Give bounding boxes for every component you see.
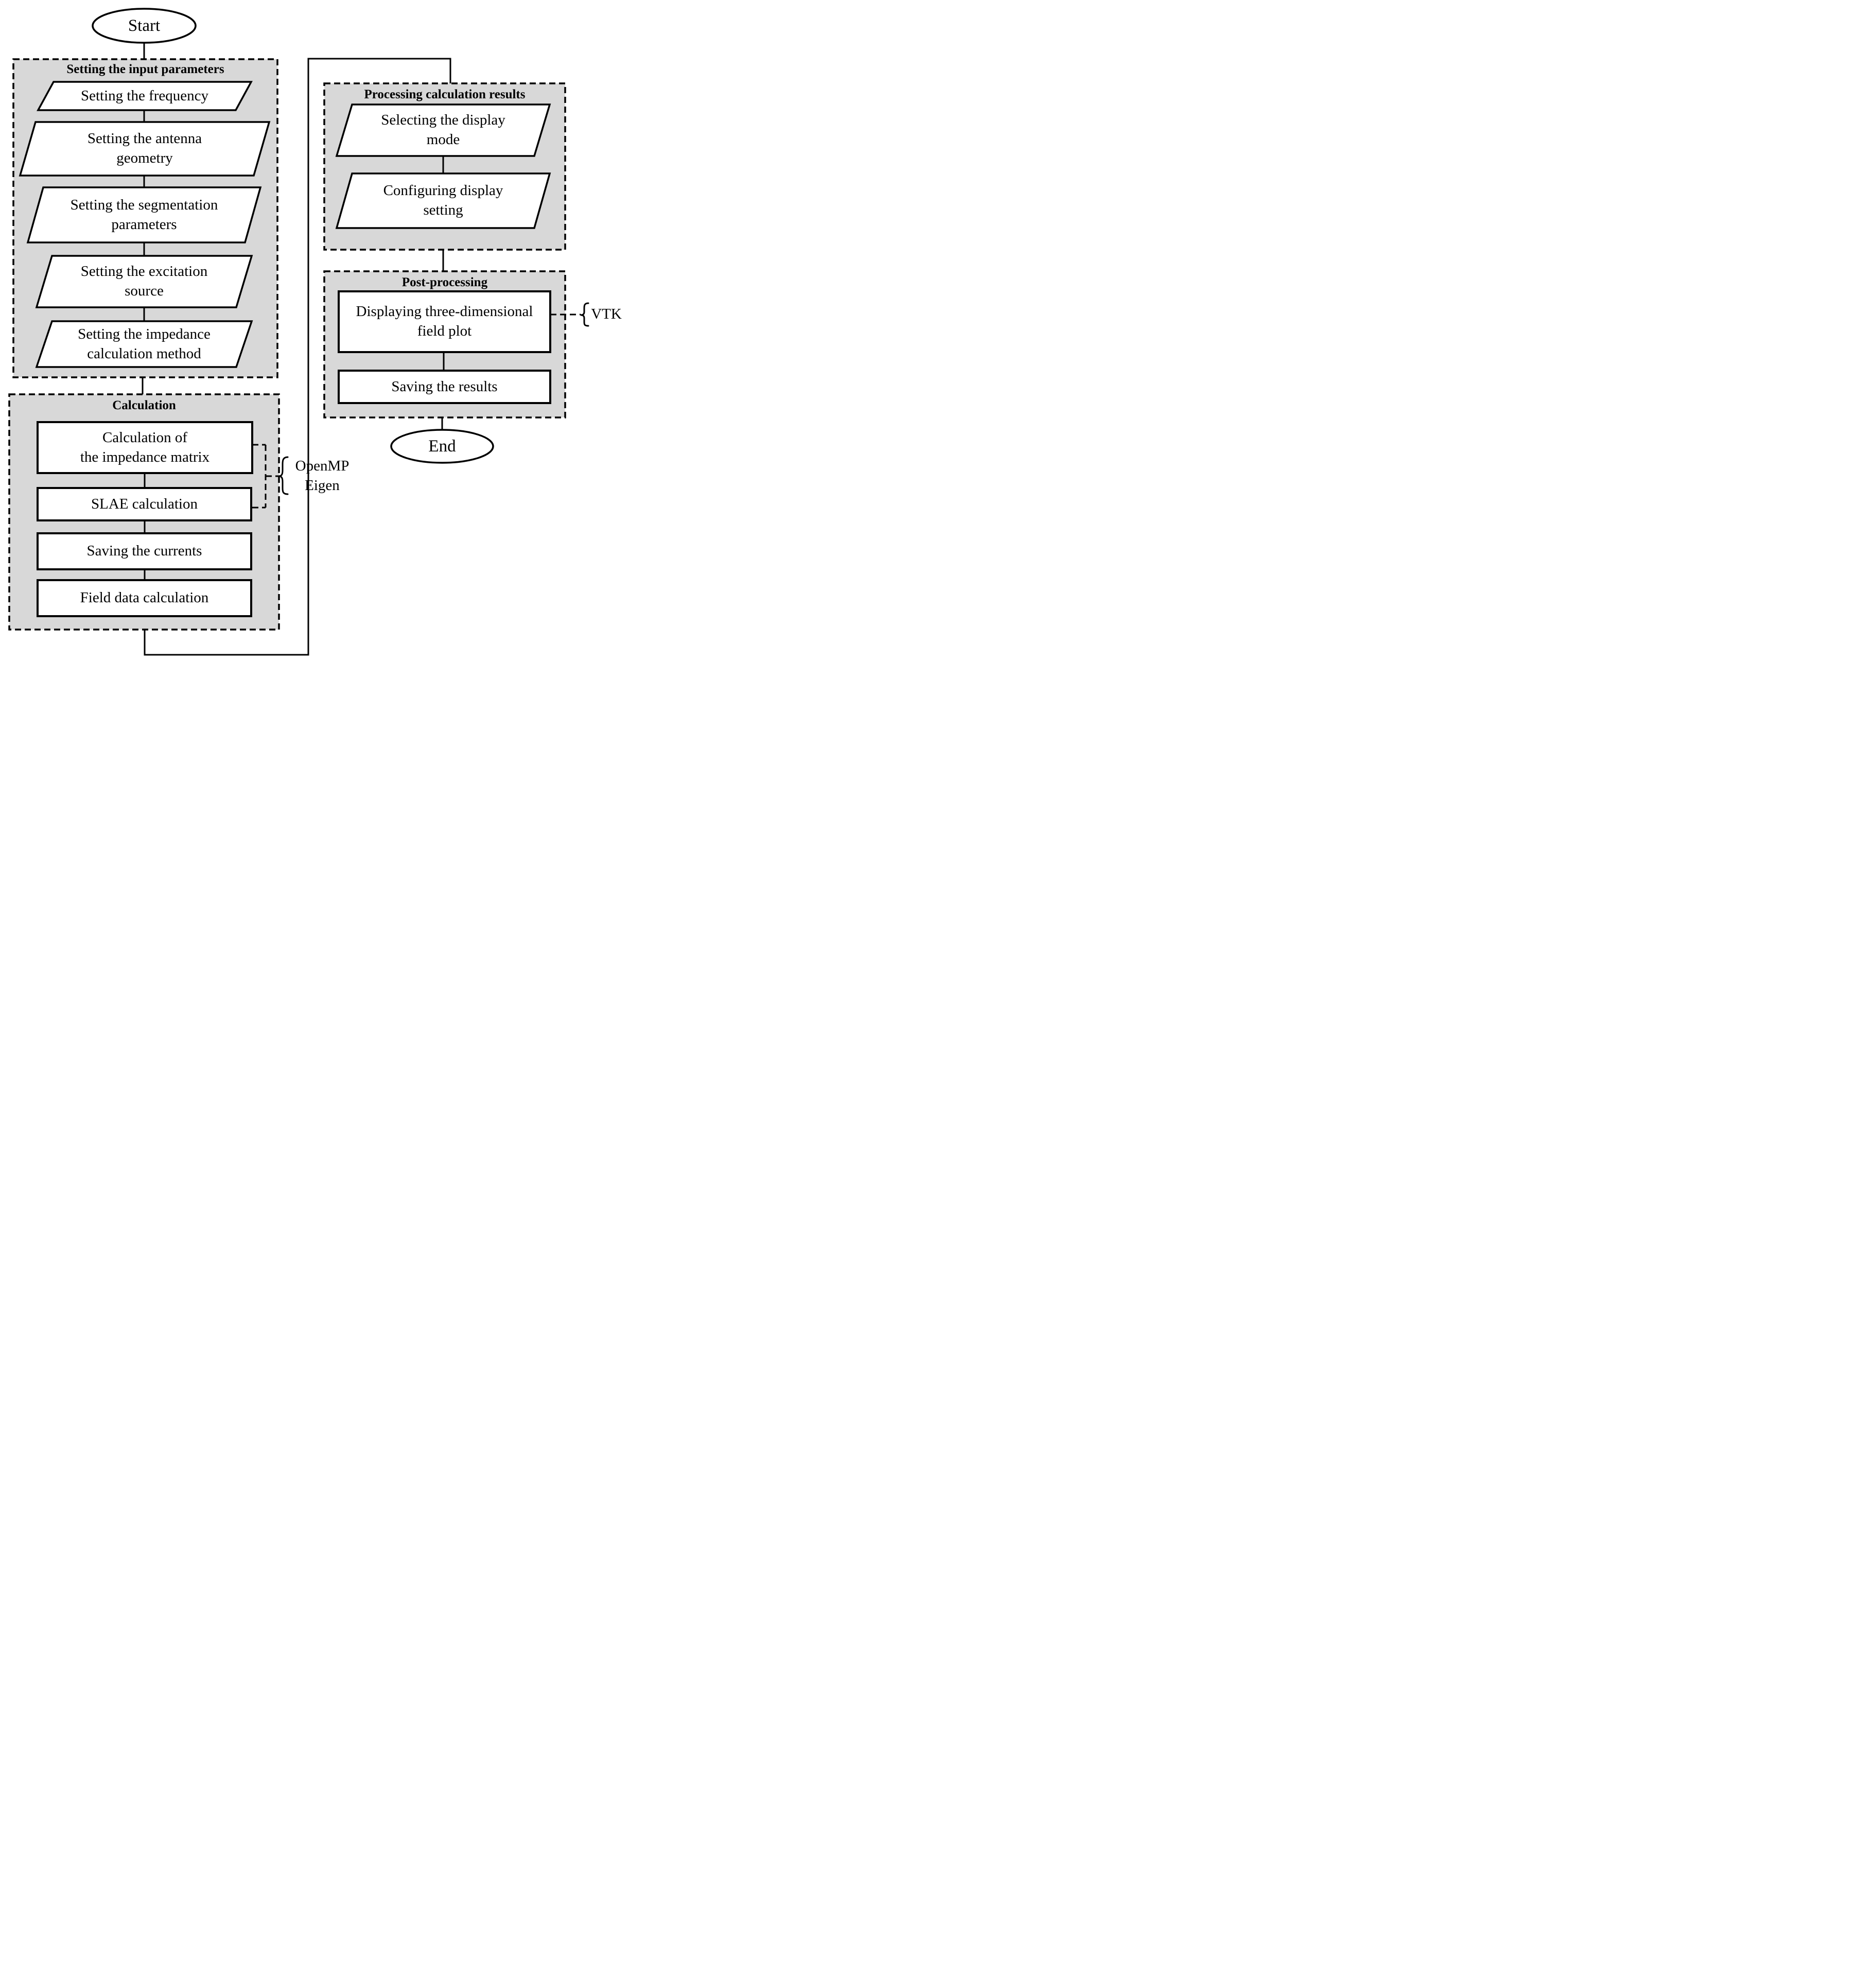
rect-slae — [37, 487, 252, 521]
rect-field-data — [37, 579, 252, 617]
parallelogram-frequency — [37, 81, 253, 111]
rect-impedance-matrix — [37, 421, 253, 474]
rect-field-plot — [338, 290, 551, 353]
rect-saving-results — [338, 370, 551, 404]
flowchart-shapes — [8, 8, 589, 656]
parallelogram-display-setting — [335, 172, 551, 229]
parallelogram-antenna-geometry — [19, 121, 271, 177]
brace-openmp — [278, 456, 289, 495]
parallelogram-impedance-method — [35, 320, 253, 368]
start-ellipse — [92, 8, 197, 44]
brace-vtk — [580, 302, 589, 327]
connector-calculation-to-processing-loop — [144, 58, 451, 656]
end-ellipse — [390, 429, 494, 464]
parallelogram-display-mode — [335, 103, 551, 157]
parallelogram-excitation — [35, 255, 253, 308]
flowchart-canvas: Start Setting the input parameters Setti… — [0, 0, 623, 662]
rect-saving-currents — [37, 532, 252, 570]
parallelogram-segmentation — [26, 186, 262, 243]
